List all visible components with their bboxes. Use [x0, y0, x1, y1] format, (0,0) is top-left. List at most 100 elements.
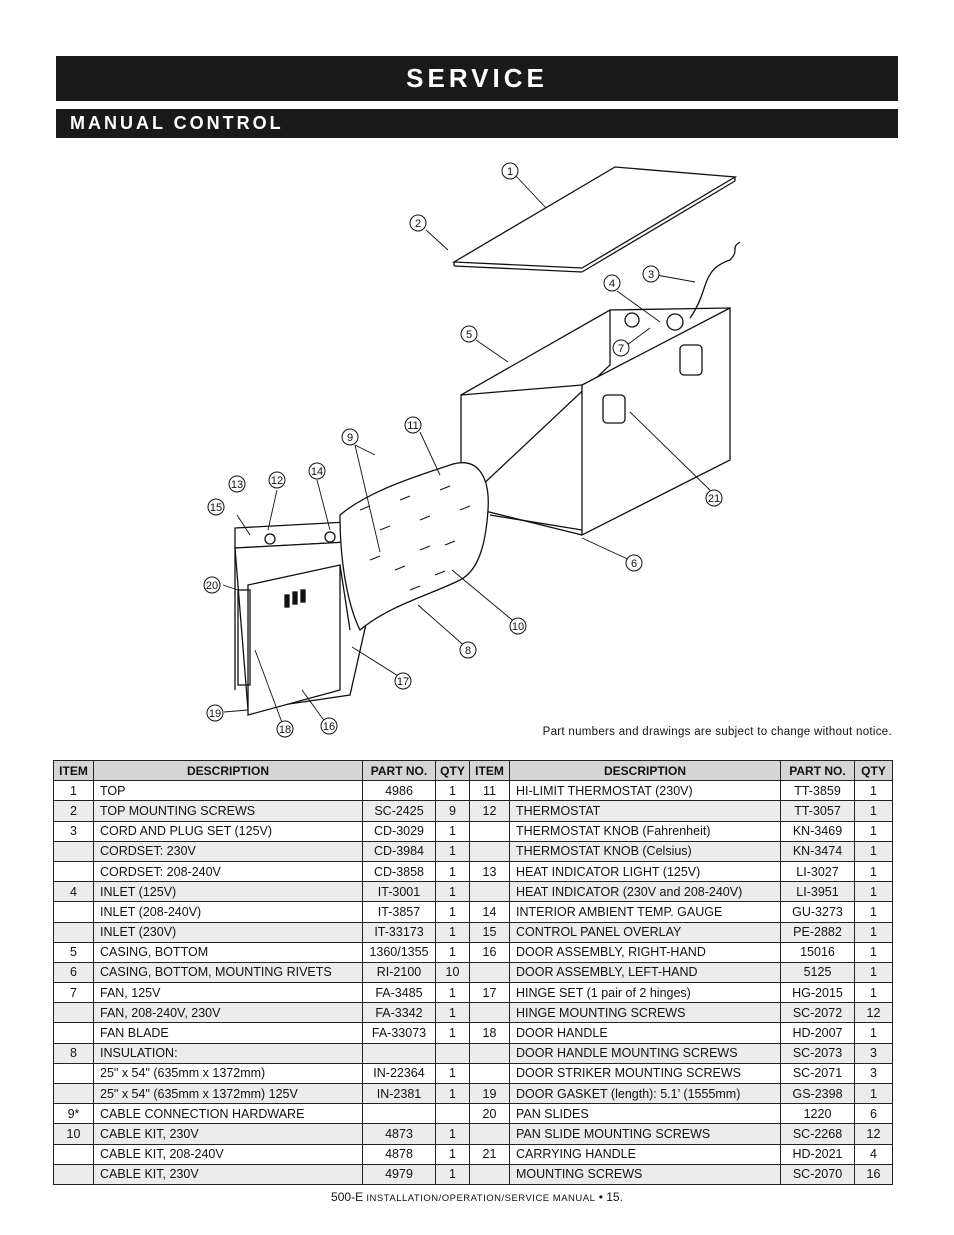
col-header-description: DESCRIPTION [93, 759, 363, 782]
cell-item [469, 1163, 510, 1185]
page-footer: 500-E INSTALLATION/OPERATION/SERVICE MAN… [0, 1190, 954, 1204]
cell-description: DOOR STRIKER MOUNTING SCREWS [509, 1062, 781, 1085]
cell-part-no: IT-33173 [362, 921, 436, 943]
cell-description: FAN BLADE [93, 1022, 363, 1044]
svg-text:7: 7 [618, 343, 624, 355]
cell-qty: 1 [435, 1143, 470, 1165]
cell-description: CARRYING HANDLE [509, 1143, 781, 1165]
callout-17: 17 [394, 672, 412, 690]
cell-qty: 1 [854, 780, 893, 802]
cell-item [469, 1062, 510, 1085]
cell-item: 13 [469, 860, 510, 883]
svg-text:8: 8 [465, 645, 471, 657]
cell-description: CORDSET: 208-240V [93, 860, 363, 883]
callout-12: 12 [268, 471, 286, 489]
svg-text:3: 3 [648, 269, 654, 281]
cell-description: HI-LIMIT THERMOSTAT (230V) [509, 780, 781, 802]
svg-text:13: 13 [231, 479, 243, 491]
cell-item [469, 1042, 510, 1064]
svg-text:4: 4 [609, 278, 615, 290]
cell-qty: 12 [854, 1123, 893, 1145]
callout-13: 13 [228, 475, 246, 493]
cell-qty: 6 [854, 1103, 893, 1125]
exploded-parts-diagram: 1 2 3 4 5 7 11 9 14 12 13 15 20 6 21 10 … [203, 162, 741, 738]
insulation-drawing [339, 462, 489, 632]
cell-qty: 3 [854, 1062, 893, 1085]
cell-part-no: SC-2425 [362, 800, 436, 822]
callout-18: 18 [276, 720, 294, 738]
svg-text:18: 18 [279, 724, 291, 736]
cell-qty [435, 1103, 470, 1125]
cell-part-no: IT-3001 [362, 881, 436, 903]
callout-19: 19 [206, 704, 224, 722]
col-header-item: ITEM [53, 759, 94, 782]
callout-6: 6 [625, 554, 643, 572]
cell-item: 10 [53, 1123, 94, 1145]
cell-description: TOP MOUNTING SCREWS [93, 800, 363, 822]
cell-description: 25" x 54" (635mm x 1372mm) 125V [93, 1082, 363, 1105]
cell-part-no: TT-3057 [780, 800, 855, 822]
cell-description: CONTROL PANEL OVERLAY [509, 921, 781, 943]
cell-part-no: HD-2021 [780, 1143, 855, 1165]
cell-part-no: 4986 [362, 780, 436, 802]
callout-1: 1 [501, 162, 519, 180]
svg-text:19: 19 [209, 708, 221, 720]
callout-5: 5 [460, 325, 478, 343]
svg-text:15: 15 [210, 502, 222, 514]
cell-description: DOOR HANDLE [509, 1022, 781, 1044]
cell-item: 3 [53, 820, 94, 842]
cell-part-no [362, 1042, 436, 1064]
col-header-part-no: PART NO. [780, 759, 855, 782]
callout-11: 11 [404, 416, 422, 434]
cell-item: 7 [53, 982, 94, 1004]
cell-item [53, 1002, 94, 1024]
callout-9: 9 [341, 428, 359, 446]
cell-item: 1 [53, 780, 94, 802]
cell-description: INTERIOR AMBIENT TEMP. GAUGE [509, 901, 781, 923]
cell-part-no: SC-2070 [780, 1163, 855, 1185]
cell-description: CASING, BOTTOM [93, 941, 363, 963]
cell-part-no: HG-2015 [780, 982, 855, 1004]
cell-item: 19 [469, 1082, 510, 1105]
cell-description: DOOR HANDLE MOUNTING SCREWS [509, 1042, 781, 1064]
cell-description: HEAT INDICATOR (230V and 208-240V) [509, 881, 781, 903]
cell-part-no: 15016 [780, 941, 855, 963]
notice-text: Part numbers and drawings are subject to… [542, 726, 892, 738]
leader-lines [222, 175, 718, 729]
cell-qty: 1 [435, 840, 470, 862]
footer-page-number: • 15. [598, 1190, 623, 1204]
cell-item: 14 [469, 901, 510, 923]
cell-description: DOOR ASSEMBLY, LEFT-HAND [509, 961, 781, 984]
cell-part-no: PE-2882 [780, 921, 855, 943]
cell-part-no: FA-3342 [362, 1002, 436, 1024]
svg-text:12: 12 [271, 475, 283, 487]
cord-drawing [689, 241, 741, 319]
cell-description: INLET (125V) [93, 881, 363, 903]
cell-part-no: IN-22364 [362, 1062, 436, 1085]
cell-part-no [362, 1103, 436, 1125]
cell-description: CABLE KIT, 230V [93, 1163, 363, 1185]
cell-qty: 4 [854, 1143, 893, 1165]
cell-item: 4 [53, 881, 94, 903]
col-header-description: DESCRIPTION [509, 759, 781, 782]
cell-part-no: SC-2268 [780, 1123, 855, 1145]
cell-item [469, 820, 510, 842]
cell-item [53, 921, 94, 943]
cell-item [469, 1002, 510, 1024]
cell-part-no: 4878 [362, 1143, 436, 1165]
cell-qty: 1 [435, 1002, 470, 1024]
cell-description: CABLE KIT, 208-240V [93, 1143, 363, 1165]
cell-qty: 1 [854, 1082, 893, 1105]
cell-part-no: IT-3857 [362, 901, 436, 923]
cell-qty: 1 [854, 881, 893, 903]
